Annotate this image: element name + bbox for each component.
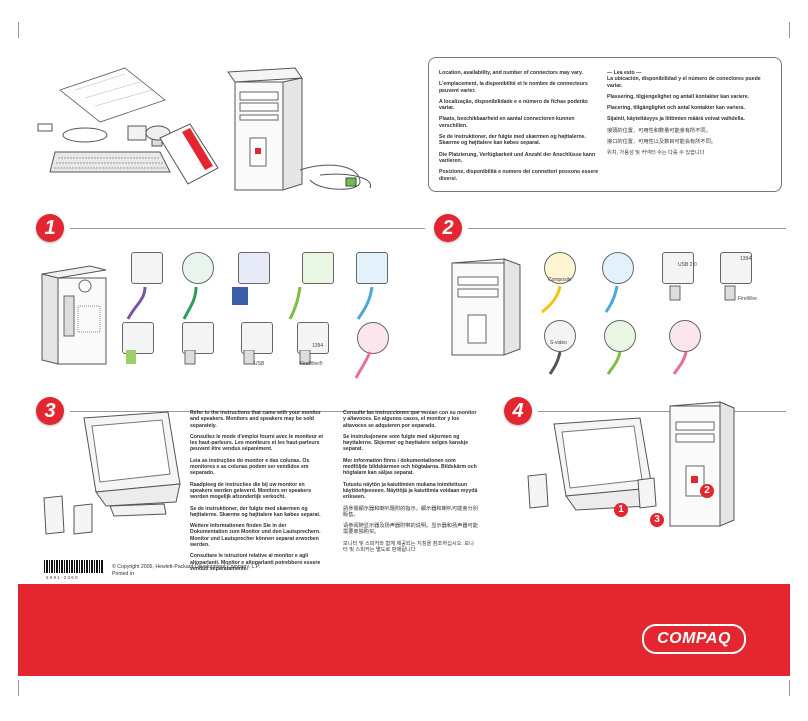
- note-text: — Lea esto — La ubicación, disponibilida…: [607, 70, 761, 89]
- note-text: 接口的位置、可用性以及数目可能会有所不同。: [607, 139, 716, 146]
- keyboard-illustration: [49, 151, 171, 173]
- note-text: 위치, 가용성 및 커넥터 수는 다를 수 있습니다: [607, 150, 705, 157]
- instruction-text: Refer to the instructions that came with…: [190, 410, 321, 429]
- tower-front-illustration: [451, 258, 521, 356]
- step-3-column-2: Consulte las instrucciones que venían co…: [343, 410, 478, 558]
- note-text: Se de instruktioner, der fulgte med skær…: [439, 134, 587, 147]
- step-1-bottom-plugs: [126, 350, 372, 379]
- step-2-top-plugs: [541, 285, 736, 314]
- step-1-divider: [70, 228, 425, 229]
- tower-rear-illustration: [41, 265, 107, 365]
- note-text: Location, availability, and number of co…: [439, 70, 583, 76]
- microphone-port: [357, 322, 389, 354]
- note-column-right: — Lea esto — La ubicación, disponibilida…: [607, 70, 773, 162]
- usb-port: [241, 322, 273, 354]
- printed-in-text: Printed in: [112, 570, 134, 577]
- step-3-divider: [70, 411, 425, 412]
- ieee-label: 1394: [312, 343, 324, 349]
- mouse-port: [182, 252, 214, 284]
- system-setup-illustration: [527, 401, 735, 527]
- network-port: [182, 322, 214, 354]
- step-3-badge: 3: [36, 397, 64, 425]
- composite-label: Composite: [548, 277, 572, 283]
- callout-3: 3: [650, 513, 664, 527]
- crop-mark: [18, 680, 19, 696]
- copyright-block: © Copyright 2005, Hewlett-Packard Develo…: [112, 564, 260, 577]
- instruction-text: Leia as instruções do monitor e das colu…: [190, 457, 310, 477]
- step-1-badge: 1: [36, 214, 64, 242]
- headphone-port: [602, 252, 634, 284]
- instruction-text: Consultare le istruzioni relative al mon…: [190, 553, 321, 572]
- unboxing-illustration: [37, 67, 372, 191]
- step-2-badge: 2: [434, 214, 462, 242]
- step-4-divider: [538, 411, 786, 412]
- svideo-port: [544, 320, 576, 352]
- note-text: 接頭的位置、可用性和數量可能會有所不同。: [607, 127, 711, 134]
- note-text: Sijainti, käytettävyys ja liittimien mää…: [607, 116, 745, 123]
- firewire-front-port: [720, 252, 752, 284]
- barcode-number: 5 9 9 1 - 2 3 6 0: [46, 575, 78, 580]
- instruction-text: Se de instruktioner, der fulgte med skær…: [190, 505, 321, 518]
- instruction-text: Se instruksjonene som fulgte med skjerme…: [343, 433, 469, 453]
- step-2-divider: [468, 228, 786, 229]
- instruction-text: Tutustu näytön ja kaiuttimien mukana toi…: [343, 481, 478, 501]
- firewire-front-label: FireWire: [738, 296, 757, 302]
- instruction-text: 모니터 및 스피커와 함께 제공되는 지침을 참조하십시오. 모니터 및 스피커…: [343, 540, 474, 554]
- instruction-text: Weitere Informationen finden Sie in der …: [190, 523, 321, 549]
- note-text: A localização, disponibilidade e o númer…: [439, 98, 588, 112]
- step-4-badge: 4: [504, 397, 532, 425]
- firewire-label: FireWire®: [300, 361, 323, 367]
- note-text: L'emplacement, la disponibilité et le no…: [439, 81, 588, 94]
- poster-illustration: [59, 67, 166, 123]
- ieee-front-label: 1394: [740, 256, 752, 262]
- monitor-speakers-illustration: [43, 411, 181, 535]
- step-1-top-plugs: [126, 286, 374, 320]
- compaq-logo: COMPAQ: [642, 624, 746, 654]
- crop-mark: [789, 22, 790, 38]
- crop-mark: [18, 22, 19, 38]
- brand-band: COMPAQ: [18, 584, 790, 676]
- line-in-port: [356, 252, 388, 284]
- usb-label: USB: [254, 361, 265, 367]
- instruction-text: 请参阅随显示器及扬声器附带的说明。显示器和扬声器可能需要单独购买。: [343, 523, 478, 536]
- callout-1: 1: [614, 503, 628, 517]
- note-text: Plaats, beschikbaarheid en aantal connec…: [439, 116, 575, 129]
- connector-note-box: Location, availability, and number of co…: [428, 57, 782, 192]
- manual-illustration: [159, 123, 219, 185]
- barcode: [44, 560, 104, 573]
- keyboard-port: [131, 252, 163, 284]
- step-3-column-1: Refer to the instructions that came with…: [190, 410, 325, 577]
- usb20-label: USB 2.0: [678, 262, 697, 268]
- note-text: Posizione, disponibilità e numero dei co…: [439, 169, 599, 182]
- instruction-text: 請參閱顯示器和喇叭隨附的指示。顯示器和喇叭可能會分別販售。: [343, 505, 478, 518]
- power-cords-illustration: [299, 164, 372, 190]
- note-text: Plassering, tilgjengelighet og antall ko…: [607, 93, 750, 100]
- svideo-label: S-video: [550, 340, 567, 346]
- note-text: Die Platzierung, Verfügbarkeit und Anzah…: [439, 151, 596, 164]
- crop-mark: [789, 680, 790, 696]
- copyright-text: © Copyright 2005, Hewlett-Packard Develo…: [112, 564, 261, 570]
- note-column-left: Location, availability, and number of co…: [439, 70, 599, 187]
- instruction-text: Raadpleeg de instructies die bij uw moni…: [190, 481, 312, 501]
- instruction-text: Consultez le mode d'emploi fourni avec l…: [190, 433, 323, 453]
- modem-port: [122, 322, 154, 354]
- step-2-bottom-plugs: [548, 351, 688, 375]
- instruction-text: Consulte las instrucciones que venían co…: [343, 410, 477, 429]
- microphone-front-port: [669, 320, 701, 352]
- instruction-text: Mer information finns i dokumentationen …: [343, 457, 477, 477]
- firewire-port: [297, 322, 329, 354]
- tower-illustration: [227, 67, 303, 191]
- vga-port: [238, 252, 270, 284]
- headphone-port-2: [604, 320, 636, 352]
- usb-front-port: [662, 252, 694, 284]
- composite-port: [544, 252, 576, 284]
- cables-illustration: [37, 123, 163, 147]
- callout-2: 2: [700, 484, 714, 498]
- line-out-port: [302, 252, 334, 284]
- note-text: Placering, tillgänglighet och antal kont…: [607, 105, 745, 112]
